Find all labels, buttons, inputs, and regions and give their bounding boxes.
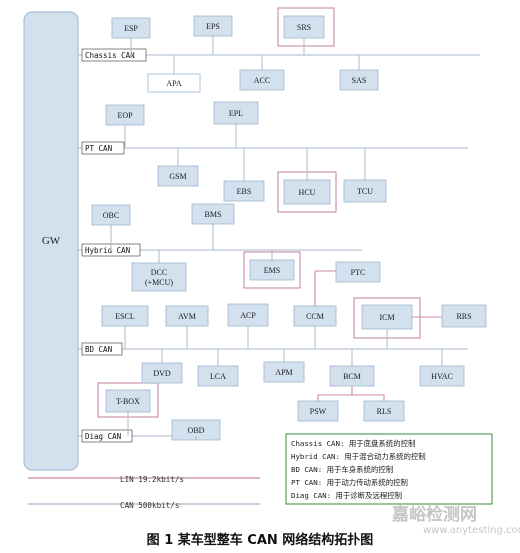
node-bcm: BCM bbox=[329, 365, 375, 387]
node-label-dcc: (+MCU) bbox=[145, 278, 173, 287]
svg-text:Chassis CAN: Chassis CAN bbox=[85, 51, 135, 60]
node-label-tcu: TCU bbox=[357, 187, 373, 196]
node-label-ebs: EBS bbox=[237, 187, 252, 196]
node-label-dvd: DVD bbox=[153, 369, 171, 378]
node-label-epl: EPL bbox=[229, 109, 243, 118]
bus-label-diag: Diag CAN bbox=[81, 429, 133, 443]
node-ptc: PTC bbox=[335, 261, 381, 283]
node-esp: ESP bbox=[111, 17, 151, 39]
node-label-hvac: HVAC bbox=[431, 372, 453, 381]
node-srs: SRS bbox=[283, 15, 325, 39]
node-dvd: DVD bbox=[141, 362, 183, 384]
node-label-apm: APM bbox=[275, 368, 292, 377]
legend-entry: Hybrid CAN: 用于混合动力系统的控制 bbox=[291, 452, 426, 461]
highlight-frame-srs bbox=[277, 7, 335, 47]
node-label-eps: EPS bbox=[206, 22, 220, 31]
lin-link-bcm-psw bbox=[317, 386, 353, 401]
node-label-lca: LCA bbox=[210, 372, 226, 381]
legend-entry: BD CAN: 用于车身系统的控制 bbox=[291, 465, 393, 474]
node-obc: OBC bbox=[91, 204, 131, 226]
svg-text:PT CAN: PT CAN bbox=[85, 144, 112, 153]
node-apa: APA bbox=[147, 73, 201, 93]
node-tbox: T-BOX bbox=[105, 389, 151, 413]
node-apm: APM bbox=[263, 361, 305, 383]
watermark: 嘉峪检测网 bbox=[392, 505, 477, 525]
node-lca: LCA bbox=[197, 365, 239, 387]
node-label-acc: ACC bbox=[254, 76, 270, 85]
node-acc: ACC bbox=[239, 69, 285, 91]
bus-label-bd: BD CAN bbox=[81, 342, 123, 356]
legend-entry: PT CAN: 用于动力传动系统的控制 bbox=[291, 478, 408, 487]
node-sas: SAS bbox=[339, 69, 379, 91]
node-tcu: TCU bbox=[343, 179, 387, 203]
node-gsm: GSM bbox=[157, 165, 199, 187]
node-label-dcc: DCC bbox=[151, 268, 167, 277]
node-label-psw: PSW bbox=[310, 407, 327, 416]
legend-entry: Chassis CAN: 用于底盘系统的控制 bbox=[291, 439, 415, 448]
svg-text:Diag CAN: Diag CAN bbox=[85, 432, 121, 441]
node-label-avm: AVM bbox=[178, 312, 196, 321]
svg-text:BD CAN: BD CAN bbox=[85, 345, 112, 354]
node-label-srs: SRS bbox=[297, 23, 311, 32]
node-label-apa: APA bbox=[166, 79, 181, 88]
gateway-label: GW bbox=[42, 235, 61, 247]
node-eop: EOP bbox=[105, 104, 145, 126]
node-label-tbox: T-BOX bbox=[116, 397, 140, 406]
node-hcu: HCU bbox=[283, 179, 331, 205]
node-label-bcm: BCM bbox=[343, 372, 361, 381]
node-icm: ICM bbox=[361, 304, 413, 330]
node-label-hcu: HCU bbox=[299, 188, 316, 197]
node-escl: ESCL bbox=[101, 305, 149, 327]
line-key-label: LIN 19.2kbit/s bbox=[120, 475, 184, 484]
figure-caption: 图 1 某车型整车 CAN 网络结构拓扑图 bbox=[146, 533, 374, 548]
node-label-acp: ACP bbox=[240, 311, 256, 320]
node-label-rrs: RRS bbox=[456, 312, 471, 321]
node-label-sas: SAS bbox=[352, 76, 367, 85]
node-psw: PSW bbox=[297, 400, 339, 422]
node-rrs: RRS bbox=[441, 304, 487, 328]
legend: Chassis CAN: 用于底盘系统的控制 Hybrid CAN: 用于混合动力… bbox=[285, 433, 493, 505]
node-label-obc: OBC bbox=[103, 211, 119, 220]
node-acp: ACP bbox=[227, 303, 269, 327]
node-label-obd: OBD bbox=[188, 426, 205, 435]
node-ems: EMS bbox=[249, 259, 295, 281]
line-key-label: CAN 500kbit/s bbox=[120, 501, 179, 510]
node-ebs: EBS bbox=[223, 180, 265, 202]
node-label-escl: ESCL bbox=[115, 312, 135, 321]
bus-label-pt: PT CAN bbox=[81, 141, 125, 155]
node-label-ccm: CCM bbox=[306, 312, 324, 321]
watermark-url: www.anytesting.com bbox=[423, 525, 520, 536]
node-eps: EPS bbox=[193, 15, 233, 37]
legend-entry: Diag CAN: 用于诊断及远程控制 bbox=[291, 491, 402, 500]
node-ccm: CCM bbox=[293, 305, 337, 327]
node-label-ptc: PTC bbox=[351, 268, 366, 277]
node-hvac: HVAC bbox=[419, 365, 465, 387]
bus-label-chassis: Chassis CAN bbox=[81, 48, 147, 62]
node-label-esp: ESP bbox=[124, 24, 138, 33]
svg-text:Hybrid CAN: Hybrid CAN bbox=[85, 246, 130, 255]
node-dcc: DCC(+MCU) bbox=[131, 262, 187, 292]
node-bms: BMS bbox=[191, 203, 235, 225]
node-epl: EPL bbox=[213, 101, 259, 125]
node-label-ems: EMS bbox=[264, 266, 280, 275]
node-avm: AVM bbox=[165, 305, 209, 327]
node-label-rls: RLS bbox=[377, 407, 392, 416]
node-label-icm: ICM bbox=[379, 313, 394, 322]
lin-link-bcm-rls bbox=[352, 394, 385, 401]
node-label-eop: EOP bbox=[117, 111, 133, 120]
node-label-bms: BMS bbox=[205, 210, 222, 219]
gateway-node: GW bbox=[23, 11, 79, 471]
node-label-gsm: GSM bbox=[169, 172, 186, 181]
node-rls: RLS bbox=[363, 400, 405, 422]
